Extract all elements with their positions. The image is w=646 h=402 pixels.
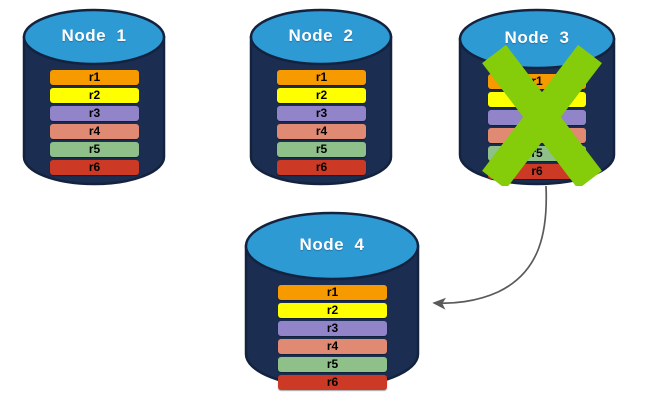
replica-row-r5[interactable]: r5 — [50, 142, 139, 157]
replica-row-r2[interactable]: r2 — [277, 88, 366, 103]
replica-row-r5[interactable]: r5 — [488, 146, 586, 161]
replica-row-r6[interactable]: r6 — [278, 375, 387, 390]
replica-row-r4[interactable]: r4 — [50, 124, 139, 139]
cylinder-top-ellipse — [22, 8, 166, 66]
cylinder-top-ellipse — [244, 211, 420, 281]
replica-row-list: r1 r2 r3 r4 r5 r6 — [50, 70, 139, 175]
replica-row-list: r1 r2 r3 r4 r5 r6 — [278, 285, 387, 390]
replica-row-r3[interactable]: r3 — [277, 106, 366, 121]
replica-row-r4[interactable]: r4 — [277, 124, 366, 139]
replica-row-r4[interactable]: r4 — [488, 128, 586, 143]
replica-row-r3[interactable]: r3 — [278, 321, 387, 336]
cylinder-top-ellipse — [249, 8, 393, 66]
replica-row-r6[interactable]: r6 — [488, 164, 586, 179]
replica-row-r2[interactable]: r2 — [278, 303, 387, 318]
replica-row-r2[interactable]: r2 — [488, 92, 586, 107]
replica-row-r1[interactable]: r1 — [50, 70, 139, 85]
replica-row-r6[interactable]: r6 — [277, 160, 366, 175]
replica-row-r2[interactable]: r2 — [50, 88, 139, 103]
replica-row-list: r1 r2 r3 r4 r5 r6 — [488, 74, 586, 179]
cylinder-top-ellipse — [458, 8, 616, 70]
replica-row-r3[interactable]: r3 — [488, 110, 586, 125]
replica-row-r1[interactable]: r1 — [488, 74, 586, 89]
replica-row-r1[interactable]: r1 — [278, 285, 387, 300]
replica-row-r5[interactable]: r5 — [277, 142, 366, 157]
replica-row-r4[interactable]: r4 — [278, 339, 387, 354]
failover-arrow-path — [432, 185, 548, 310]
replica-row-r5[interactable]: r5 — [278, 357, 387, 372]
replica-row-r1[interactable]: r1 — [277, 70, 366, 85]
replica-row-r3[interactable]: r3 — [50, 106, 139, 121]
replica-row-r6[interactable]: r6 — [50, 160, 139, 175]
replica-row-list: r1 r2 r3 r4 r5 r6 — [277, 70, 366, 175]
